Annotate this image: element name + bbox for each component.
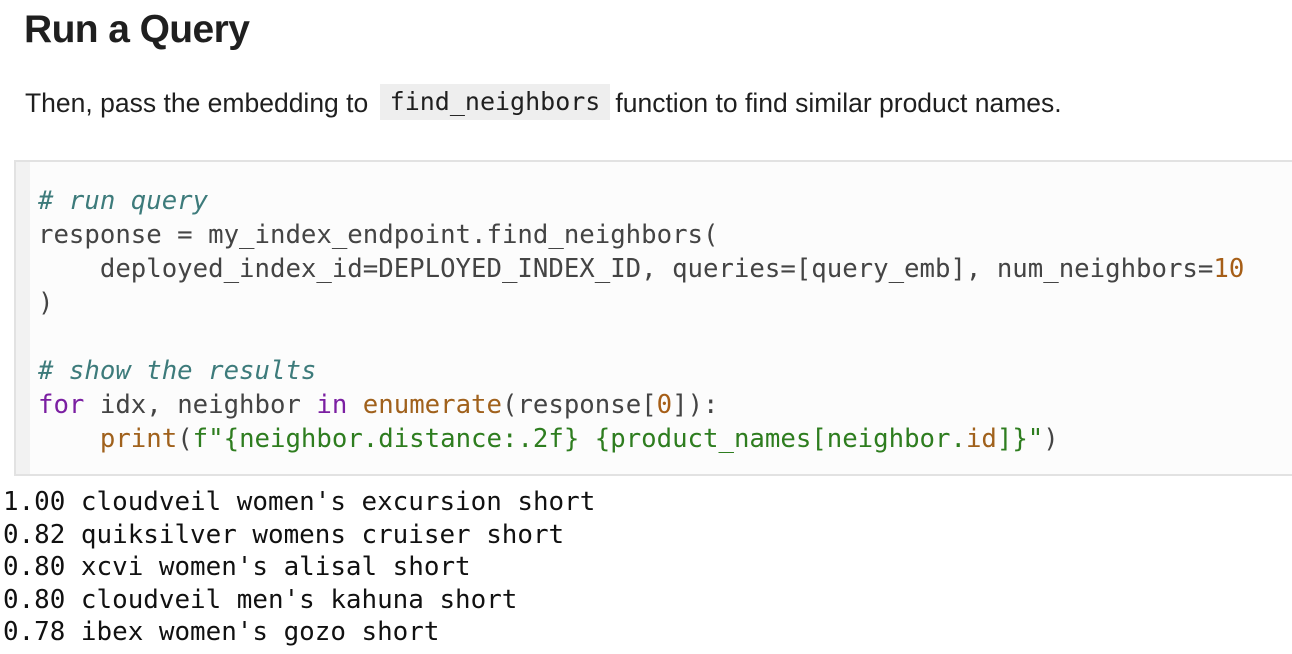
code-token: response = my_index_endpoint.find_neighb… [38,220,719,250]
code-token-num: 0 [656,390,673,420]
code-token: ) [1043,424,1059,454]
code-token-str: f"{neighbor.distance:.2f} {product_names… [192,424,966,454]
code-token: ) [38,288,54,318]
code-line: deployed_index_id=DEPLOYED_INDEX_ID, que… [38,252,1244,286]
code-cell-gutter[interactable] [16,162,30,474]
output-line: 0.80 xcvi women's alisal short [3,552,471,583]
code-token: idx, neighbor [84,390,317,420]
code-token-builtin: enumerate [362,390,502,420]
code-line: # show the results [38,354,1244,388]
code-token-str: ]}" [996,424,1044,454]
section-heading: Run a Query [24,8,250,51]
output-line: 0.80 cloudveil men's kahuna short [3,584,518,615]
code-line: response = my_index_endpoint.find_neighb… [38,218,1244,252]
code-token: ( [177,424,193,454]
paragraph-text-after: function to find similar product names. [615,88,1062,118]
code-token-num: 10 [1213,254,1245,284]
code-token-kw: for [38,390,85,420]
code-token [38,424,100,454]
paragraph-text-before: Then, pass the embedding to [25,88,369,118]
output-line: 0.82 quiksilver womens cruiser short [3,519,565,550]
code-cell[interactable]: # run query response = my_index_endpoint.… [14,160,1292,476]
code-editor[interactable]: # run query response = my_index_endpoint.… [38,184,1244,456]
inline-code-find-neighbors: find_neighbors [379,84,611,120]
code-token-comment: # show the results [38,356,317,386]
code-line: ) [38,286,1244,320]
output-line: 0.78 ibex women's gozo short [3,617,440,648]
code-token-kw: in [316,390,348,420]
code-line: # run query [38,184,1244,218]
description-paragraph: Then, pass the embedding to find_neighbo… [25,84,1062,122]
code-line: for idx, neighbor in enumerate(response[… [38,388,1244,422]
code-token: (response[ [501,390,657,420]
output-line: 1.00 cloudveil women's excursion short [3,487,596,517]
code-token [347,390,362,420]
code-line: print(f"{neighbor.distance:.2f} {product… [38,422,1244,456]
code-token-builtin: print [99,424,178,454]
code-line [38,320,1244,354]
code-token: ]): [672,390,719,420]
code-token-attr: id [965,424,997,454]
code-token: deployed_index_id=DEPLOYED_INDEX_ID, que… [38,254,1214,284]
code-token-comment: # run query [38,186,209,216]
